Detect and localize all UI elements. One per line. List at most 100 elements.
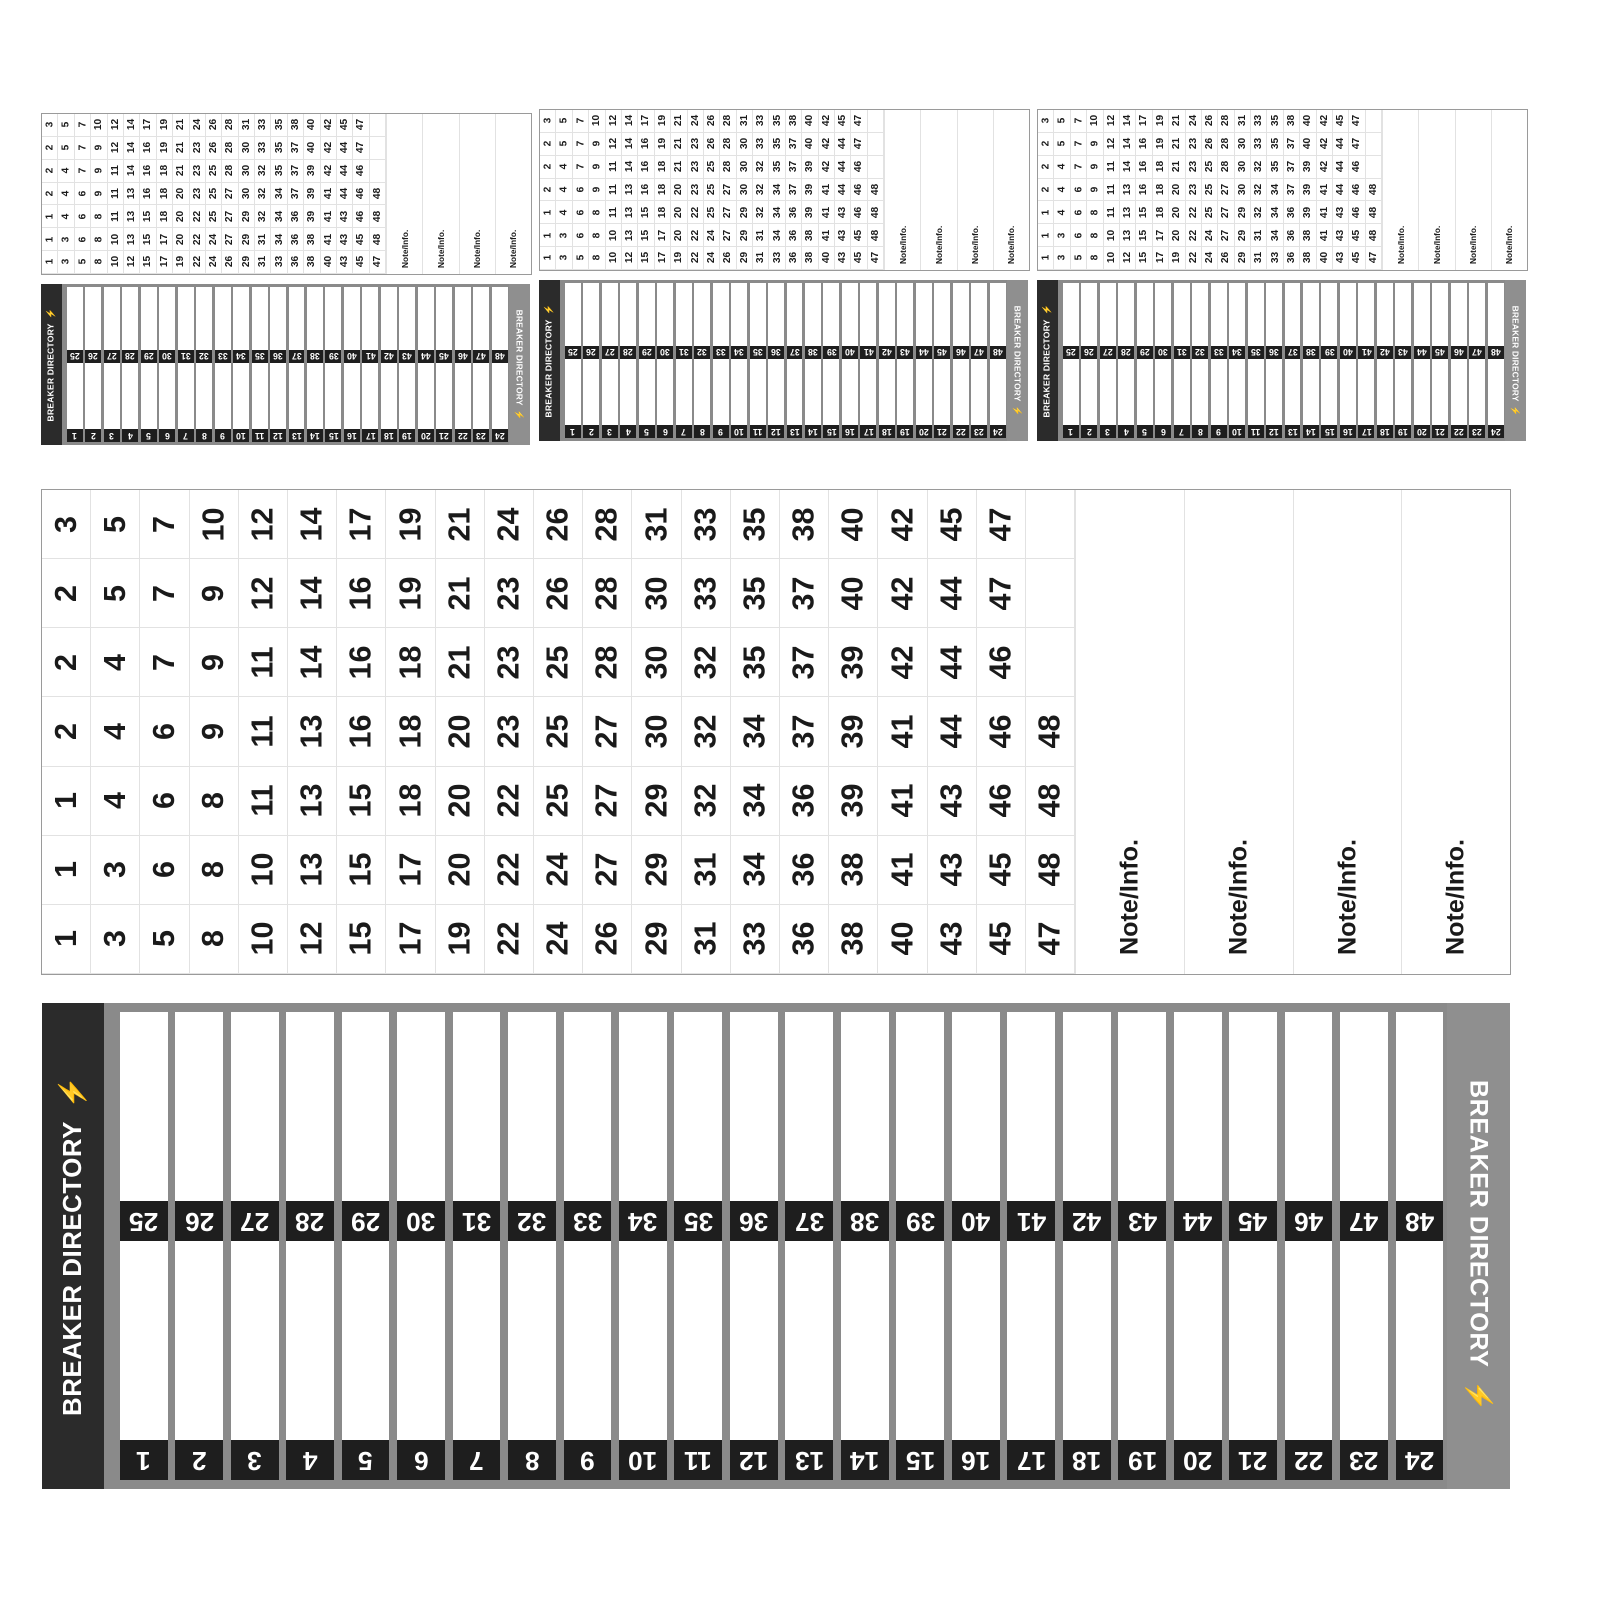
number-cell: 16 [337,697,387,767]
circuit-number: 21 [1238,1445,1268,1476]
number-cell: 47 [353,136,370,160]
circuit-number: 47 [974,347,985,358]
